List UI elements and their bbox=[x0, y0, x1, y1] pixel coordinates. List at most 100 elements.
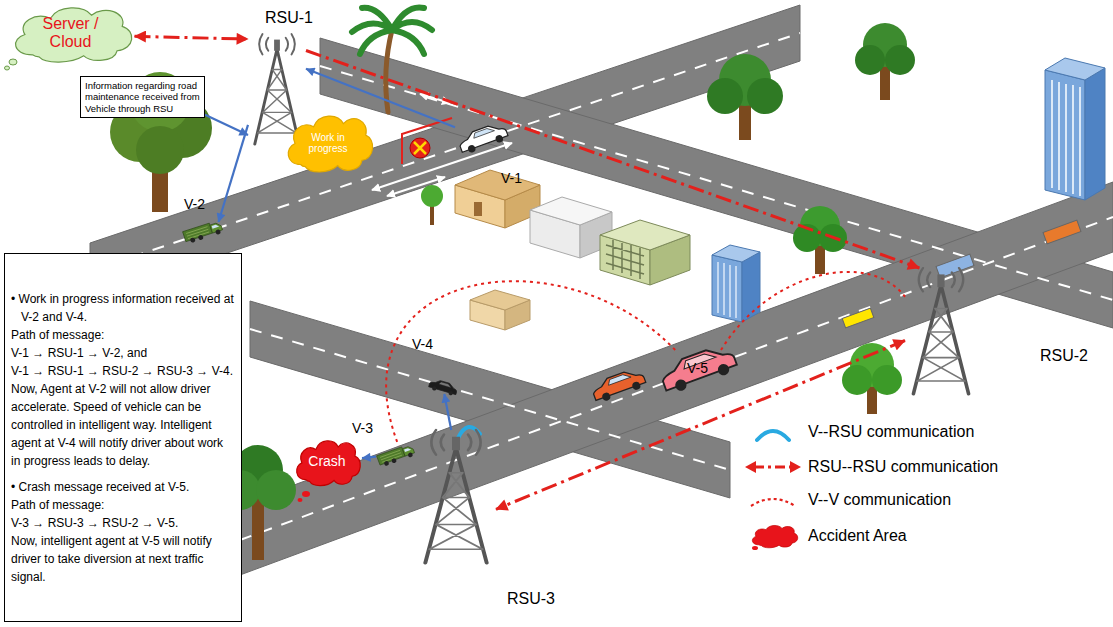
truck-icon bbox=[183, 220, 224, 245]
rsu-tower-icon bbox=[258, 69, 297, 132]
note-text: Now, intelligent agent at V-5 will notif… bbox=[11, 532, 235, 586]
truck-icon bbox=[377, 444, 416, 468]
note-text: Path of message: bbox=[11, 496, 235, 514]
building bbox=[718, 262, 736, 318]
roadwork-sign bbox=[414, 142, 426, 154]
cloud-text-block: Work in progress bbox=[299, 132, 357, 154]
legend-row: V--V communication bbox=[745, 486, 1105, 514]
legend-row: Accident Area bbox=[745, 522, 1105, 550]
info-box: Information regarding road maintenance r… bbox=[80, 76, 205, 118]
vehicle-label: V-3 bbox=[352, 420, 373, 436]
rsu-tower-icon bbox=[913, 285, 968, 394]
tree bbox=[885, 45, 915, 75]
rsu-tower-icon bbox=[452, 437, 460, 451]
car bbox=[936, 254, 974, 278]
note-text: • Crash message received at V-5. bbox=[11, 478, 235, 496]
car-icon bbox=[427, 380, 459, 394]
building bbox=[455, 58, 1105, 330]
vehicle: V-2 bbox=[182, 222, 224, 240]
rsu-tower: RSU-3 bbox=[416, 430, 496, 565]
rsu-tower-icon bbox=[425, 430, 486, 563]
notes-box: • Work in progress information received … bbox=[4, 253, 242, 622]
note-text: Information regarding road maintenance r… bbox=[85, 80, 200, 114]
rsu-tower-icon bbox=[255, 49, 299, 144]
roadwork-sign bbox=[410, 138, 430, 158]
rsu-tower-icon bbox=[917, 309, 965, 382]
legend-sample bbox=[745, 418, 801, 446]
cloud-shape bbox=[288, 116, 372, 172]
car bbox=[842, 220, 1081, 328]
note-text: Now, Agent at V-2 will not allow driver … bbox=[11, 380, 235, 470]
truck-icon bbox=[384, 461, 390, 467]
car-icon bbox=[716, 362, 731, 377]
rsu-tower-icon bbox=[255, 34, 299, 144]
vehicle-label: V-4 bbox=[412, 336, 433, 352]
rsu-link bbox=[306, 51, 919, 269]
cloud-text-block: Server / Cloud bbox=[29, 15, 113, 50]
legend-text: V--V communication bbox=[808, 486, 951, 514]
truck-icon bbox=[404, 447, 411, 452]
tree bbox=[256, 470, 296, 510]
truck-icon bbox=[212, 224, 220, 229]
legend-text: RSU--RSU communication bbox=[808, 453, 998, 481]
roadwork-sign bbox=[402, 118, 452, 164]
car-icon bbox=[439, 382, 452, 388]
cloud-label: Crash bbox=[308, 454, 345, 469]
rsu-tower-icon bbox=[425, 448, 486, 563]
car-icon bbox=[472, 126, 494, 138]
car-icon bbox=[432, 386, 437, 391]
car bbox=[631, 381, 641, 391]
car-icon bbox=[455, 126, 510, 150]
legend-text: V--RSU communication bbox=[808, 418, 974, 446]
truck-icon bbox=[190, 237, 196, 243]
truck-icon bbox=[391, 458, 397, 464]
cloud-shape bbox=[297, 441, 361, 486]
v2v-link bbox=[386, 281, 675, 446]
rsu-label: RSU-1 bbox=[265, 9, 313, 27]
cloud-shape bbox=[15, 7, 131, 61]
tree bbox=[872, 365, 902, 395]
building bbox=[1045, 70, 1085, 200]
palm-tree bbox=[352, 7, 432, 112]
legend-sample bbox=[752, 546, 758, 550]
cloud-label: Work in progress bbox=[299, 132, 357, 154]
car bbox=[607, 372, 631, 385]
building bbox=[1052, 80, 1080, 196]
car bbox=[1043, 220, 1081, 244]
building bbox=[470, 290, 530, 310]
note-text: V-3 → RSU-3 → RSU-2 → V-5. bbox=[11, 514, 235, 532]
legend-sample bbox=[745, 453, 801, 481]
car-icon bbox=[658, 342, 737, 391]
building bbox=[530, 197, 612, 225]
bubble-dot bbox=[298, 498, 303, 502]
truck-icon bbox=[380, 450, 402, 462]
legend-sample bbox=[745, 461, 756, 473]
v2rsu-link bbox=[219, 125, 249, 222]
tree bbox=[252, 498, 264, 560]
car bbox=[601, 392, 611, 402]
lane-marking bbox=[240, 217, 1113, 540]
legend-sample bbox=[790, 461, 801, 473]
rsu-tower-icon bbox=[429, 473, 482, 550]
cloud-label: Server / Cloud bbox=[29, 15, 113, 50]
v2rsu-link bbox=[444, 394, 451, 430]
bubble-dot bbox=[5, 66, 10, 70]
vehicle: V-5 bbox=[655, 350, 740, 387]
rsu-tower-icon bbox=[431, 430, 480, 455]
truck-icon bbox=[183, 223, 213, 241]
rsu-tower-icon bbox=[416, 430, 496, 565]
legend-text: Accident Area bbox=[808, 522, 907, 550]
rsu-tower: RSU-2 bbox=[905, 268, 977, 396]
v2rsu-link bbox=[205, 115, 248, 135]
car-icon bbox=[467, 144, 476, 153]
server-cloud: Server / Cloud bbox=[7, 2, 135, 65]
vehicle: V-4 bbox=[427, 380, 459, 394]
truck-icon bbox=[407, 452, 413, 458]
roadwork-sign bbox=[402, 118, 452, 164]
legend-row: RSU--RSU communication bbox=[745, 453, 1105, 481]
building bbox=[474, 202, 482, 216]
note-text: V-1 → RSU-1 → V-2, and bbox=[11, 344, 235, 362]
building bbox=[712, 245, 760, 262]
bubble-dot bbox=[9, 59, 17, 65]
car bbox=[842, 308, 874, 328]
